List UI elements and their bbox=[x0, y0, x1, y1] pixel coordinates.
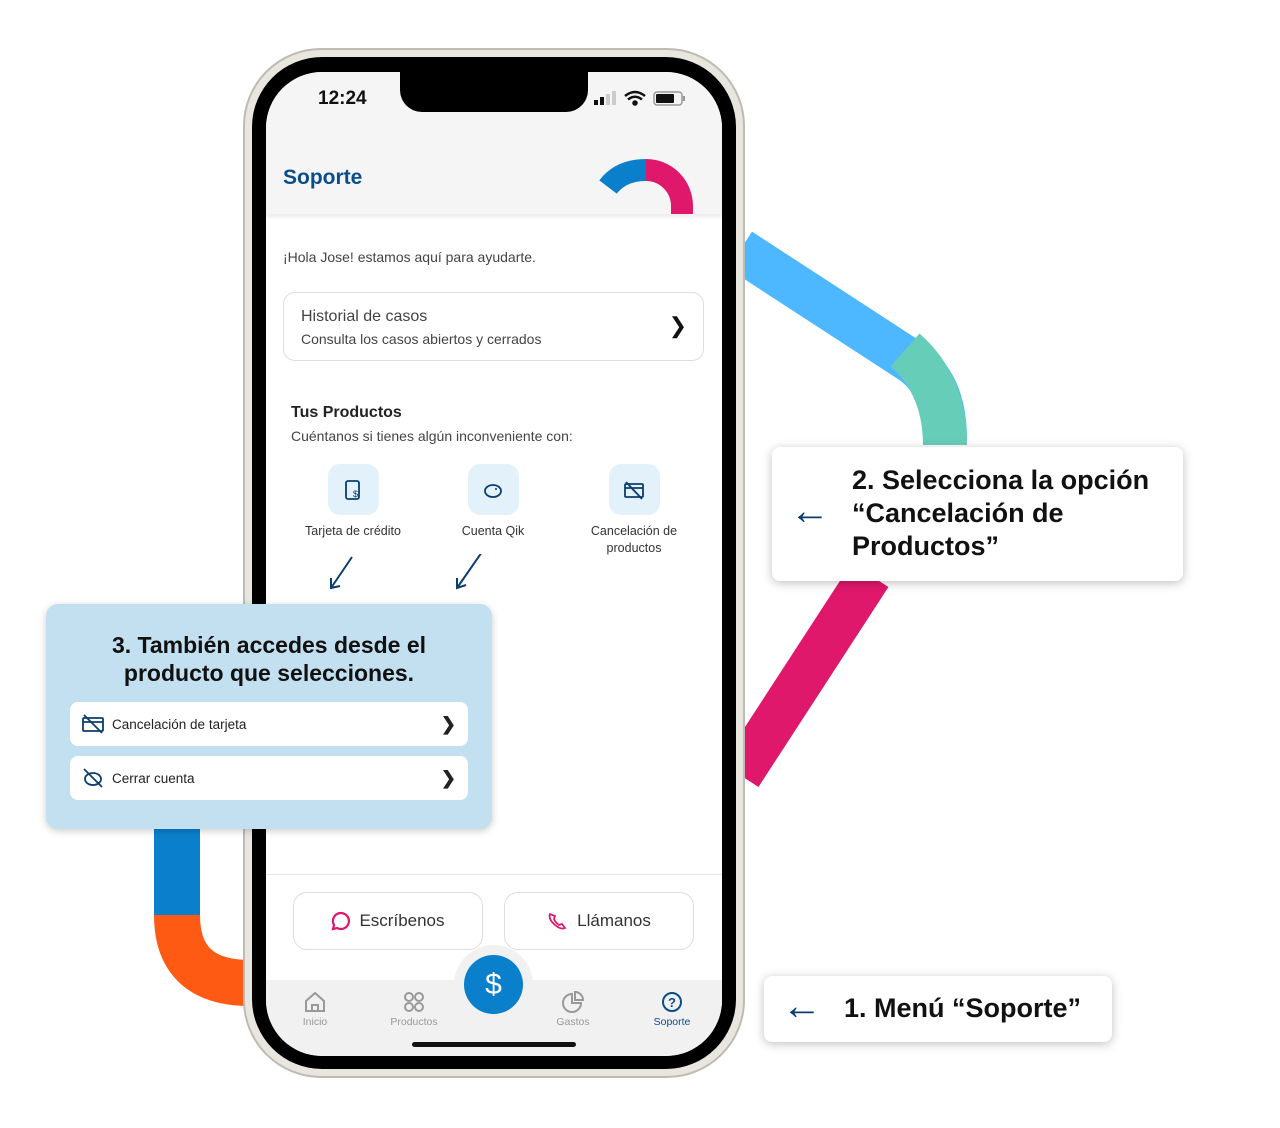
write-us-button[interactable]: Escríbenos bbox=[293, 892, 483, 950]
payments-fab-button[interactable]: $ bbox=[464, 955, 523, 1014]
chevron-right-icon: ❯ bbox=[440, 767, 456, 788]
nav-soporte[interactable]: ? Soporte bbox=[632, 988, 712, 1028]
chevron-right-icon: ❯ bbox=[668, 313, 687, 338]
card-cancel-icon bbox=[608, 464, 660, 515]
piggy-cancel-icon bbox=[83, 768, 103, 788]
home-indicator bbox=[412, 1042, 576, 1047]
battery-icon bbox=[653, 91, 685, 106]
callout-step-2: ← 2. Selecciona la opción “Cancelación d… bbox=[772, 447, 1183, 581]
status-icons bbox=[594, 90, 685, 106]
phone-screen: Soporte 12:24 ¡Hola Jose! estamos aquí p… bbox=[266, 72, 722, 1056]
nav-productos[interactable]: Productos bbox=[374, 988, 454, 1028]
history-card[interactable]: Historial de casos Consulta los casos ab… bbox=[283, 292, 704, 361]
phone-icon bbox=[548, 912, 567, 930]
option-cancel-card[interactable]: Cancelación de tarjeta ❯ bbox=[70, 702, 468, 746]
callout-step-3: 3. También accedes desde el producto que… bbox=[46, 604, 492, 829]
call-us-button[interactable]: Llámanos bbox=[504, 892, 694, 950]
history-title: Historial de casos bbox=[301, 308, 428, 325]
product-cancelacion[interactable]: Cancelación de productos bbox=[564, 464, 704, 557]
arrow-left-icon: ← bbox=[782, 984, 822, 1028]
product-credit-card[interactable]: $ Tarjeta de crédito bbox=[283, 464, 423, 540]
divider bbox=[266, 874, 722, 875]
grid-icon bbox=[374, 988, 454, 1016]
wifi-icon bbox=[624, 90, 646, 106]
products-title: Tus Productos bbox=[291, 404, 402, 421]
arrow-left-icon: ← bbox=[790, 489, 830, 533]
svg-text:?: ? bbox=[668, 995, 676, 1010]
brand-logo-arc bbox=[599, 159, 693, 214]
history-subtitle: Consulta los casos abiertos y cerrados bbox=[301, 331, 542, 347]
card-cancel-icon bbox=[82, 714, 104, 734]
credit-card-icon: $ bbox=[327, 464, 379, 515]
callout-step-1: ← 1. Menú “Soporte” bbox=[764, 976, 1112, 1042]
pie-chart-icon bbox=[533, 988, 613, 1016]
product-cuenta-qik[interactable]: Cuenta Qik bbox=[423, 464, 563, 540]
help-icon: ? bbox=[632, 988, 712, 1016]
greeting-text: ¡Hola Jose! estamos aquí para ayudarte. bbox=[283, 249, 536, 265]
chevron-right-icon: ❯ bbox=[440, 713, 456, 734]
nav-gastos[interactable]: Gastos bbox=[533, 988, 613, 1028]
svg-text:$: $ bbox=[353, 489, 358, 499]
home-icon bbox=[275, 988, 355, 1016]
products-subtitle: Cuéntanos si tienes algún inconveniente … bbox=[291, 428, 573, 444]
status-time: 12:24 bbox=[318, 88, 367, 109]
nav-inicio[interactable]: Inicio bbox=[275, 988, 355, 1028]
piggy-bank-icon bbox=[467, 464, 519, 515]
pointer-arrows bbox=[330, 554, 482, 590]
page-title: Soporte bbox=[283, 166, 363, 189]
signal-icon bbox=[594, 91, 616, 105]
notch bbox=[400, 72, 588, 112]
chat-icon bbox=[331, 911, 351, 931]
option-close-account[interactable]: Cerrar cuenta ❯ bbox=[70, 756, 468, 800]
